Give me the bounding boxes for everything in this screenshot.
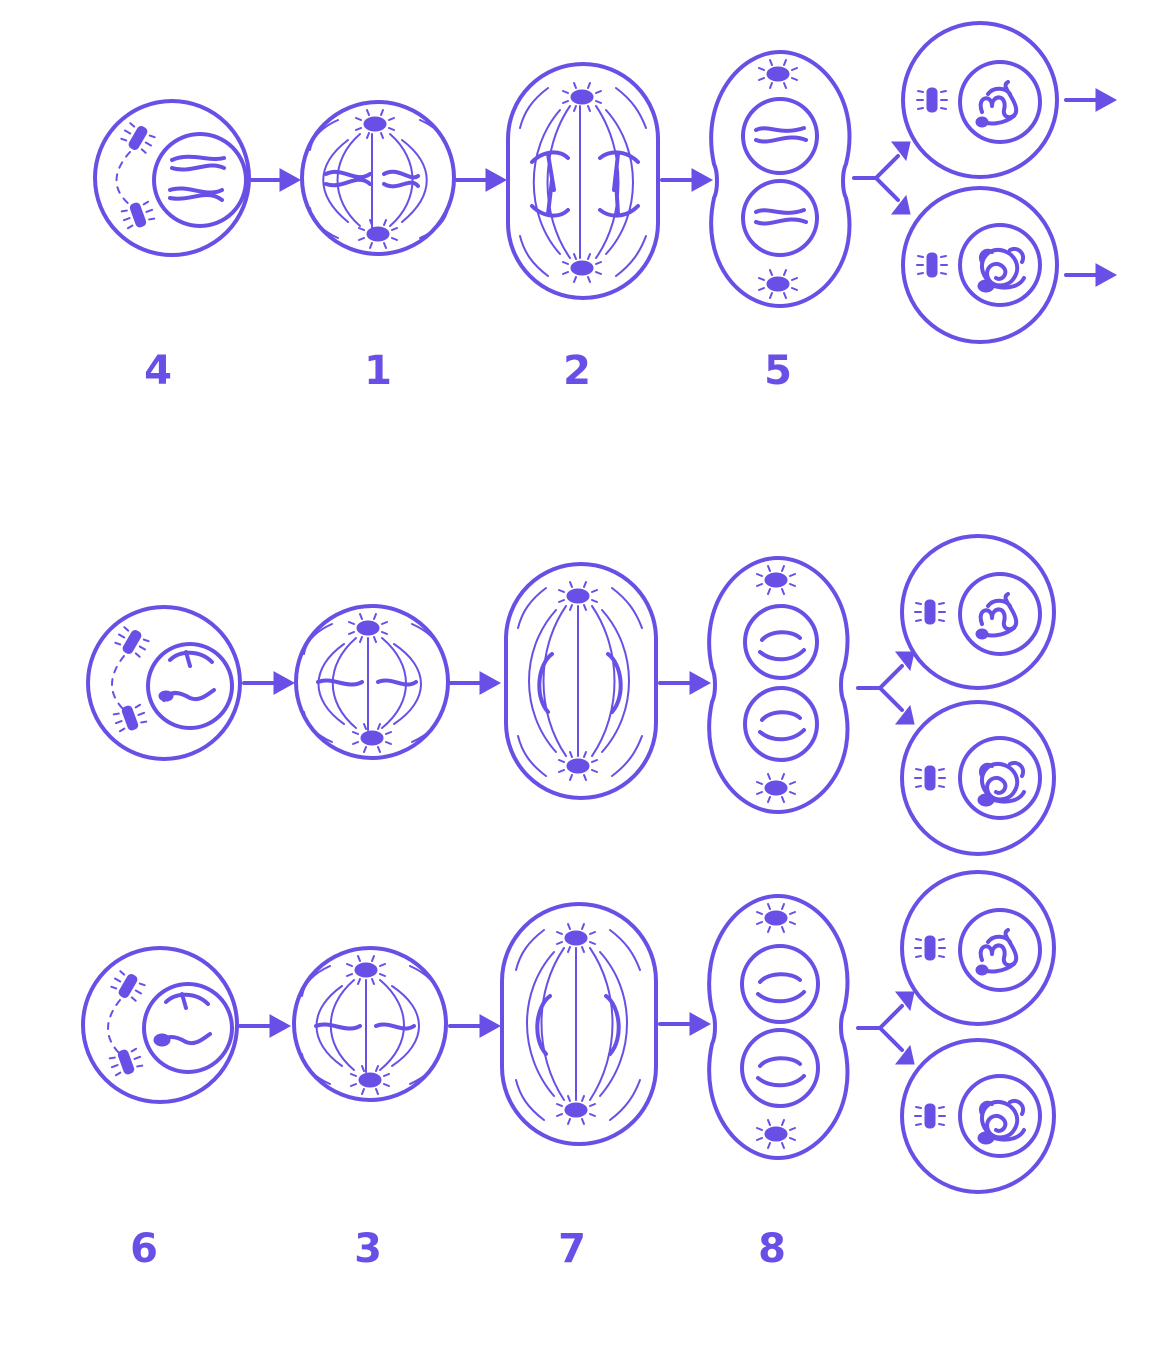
- stage-label: 7: [558, 1226, 586, 1272]
- arrow-right-icon: [448, 670, 502, 696]
- centriole-icon: [914, 765, 946, 791]
- chromosome-icon: [598, 150, 640, 218]
- centriole-icon: [106, 1044, 146, 1080]
- stage-label: 1: [364, 348, 392, 394]
- branch-arrow-icon: [856, 990, 916, 1066]
- centriole-icon: [118, 197, 158, 233]
- arrow-right-icon: [1064, 262, 1118, 288]
- centriole-icon: [118, 119, 158, 157]
- bottom-row: [81, 870, 1056, 1194]
- middle-row: [86, 534, 1056, 856]
- arrow-right-icon: [248, 167, 302, 193]
- centrosome-icon: [758, 59, 798, 89]
- chromosome-icon: [758, 710, 806, 742]
- cell-middle-metaphase: [294, 604, 450, 760]
- cell-stage-4: [93, 99, 251, 257]
- spindle-icon: [309, 119, 449, 239]
- cell-stage-7: [500, 902, 658, 1146]
- spindle-icon: [303, 623, 443, 743]
- arrow-right-icon: [660, 167, 714, 193]
- cell-middle-prophase: [86, 605, 242, 761]
- centriole-icon: [110, 700, 150, 736]
- chromosome-icon: [530, 150, 570, 218]
- chromatin-icon: [974, 928, 1019, 977]
- chromatin-icon: [974, 80, 1019, 129]
- centrosome-icon: [756, 565, 796, 595]
- top-row: [93, 21, 1118, 344]
- stage-label: 4: [144, 348, 172, 394]
- chromatin-icon: [976, 246, 1026, 294]
- spindle-icon: [519, 87, 647, 277]
- daughter-cell-bottom-2: [900, 1038, 1056, 1194]
- arrow-right-icon: [242, 670, 296, 696]
- branch-arrow-icon: [856, 650, 916, 726]
- chromosome-icon: [314, 1022, 416, 1031]
- centrosome-icon: [758, 269, 798, 299]
- stage-label: 8: [758, 1226, 786, 1272]
- chromosome-icon: [168, 154, 226, 202]
- chromosome-icon: [604, 994, 621, 1056]
- chromatin-icon: [976, 1098, 1026, 1146]
- cell-stage-2: [506, 62, 660, 300]
- daughter-cell-top-1: [901, 21, 1059, 179]
- cell-stage-8: [707, 894, 850, 1160]
- daughter-cell-top-2: [901, 186, 1059, 344]
- chromosome-icon: [316, 678, 418, 687]
- chromosome-icon: [324, 169, 420, 189]
- chromosome-icon: [756, 1056, 806, 1088]
- centrosome-icon: [756, 773, 796, 803]
- chromosome-icon: [754, 208, 808, 226]
- cell-stage-3: [292, 946, 448, 1102]
- stage-label: 6: [130, 1226, 158, 1272]
- centriole-icon: [112, 623, 152, 661]
- centrosome-icon: [756, 1119, 796, 1149]
- spindle-icon: [517, 587, 643, 777]
- centriole-icon: [914, 935, 946, 961]
- centriole-icon: [914, 1103, 946, 1129]
- daughter-cell-middle-1: [900, 534, 1056, 690]
- chromosome-icon: [756, 972, 806, 1004]
- daughter-cell-bottom-1: [900, 870, 1056, 1026]
- cell-stage-5: [709, 50, 852, 308]
- spindle-icon: [515, 929, 641, 1121]
- chromatin-icon: [976, 760, 1026, 808]
- chromosome-icon: [754, 126, 808, 144]
- stage-label: 5: [764, 348, 792, 394]
- chromatin-icon: [974, 592, 1019, 641]
- centrosome-icon: [350, 1065, 390, 1095]
- stage-label: 2: [563, 348, 591, 394]
- arrow-right-icon: [448, 1013, 502, 1039]
- arrow-right-icon: [238, 1013, 292, 1039]
- arrow-right-icon: [1064, 87, 1118, 113]
- chromosome-icon: [606, 652, 623, 714]
- centriole-icon: [916, 252, 948, 278]
- arrow-right-icon: [658, 670, 712, 696]
- centrosome-icon: [756, 903, 796, 933]
- centriole-icon: [916, 87, 948, 113]
- chromosome-icon: [535, 994, 552, 1056]
- cell-stage-6: [81, 946, 239, 1104]
- stage-label: 3: [354, 1226, 382, 1272]
- cell-middle-anaphase: [504, 562, 658, 800]
- centriole-icon: [914, 599, 946, 625]
- cell-middle-telophase: [707, 556, 850, 814]
- centrosome-icon: [355, 109, 395, 139]
- daughter-cell-middle-2: [900, 700, 1056, 856]
- branch-arrow-icon: [852, 140, 912, 216]
- arrow-right-icon: [454, 167, 508, 193]
- chromosome-icon: [758, 630, 806, 662]
- arrow-right-icon: [658, 1011, 712, 1037]
- chromosome-icon: [537, 652, 554, 714]
- cell-stage-1: [300, 100, 456, 256]
- centriole-icon: [108, 967, 148, 1005]
- centrosome-icon: [352, 723, 392, 753]
